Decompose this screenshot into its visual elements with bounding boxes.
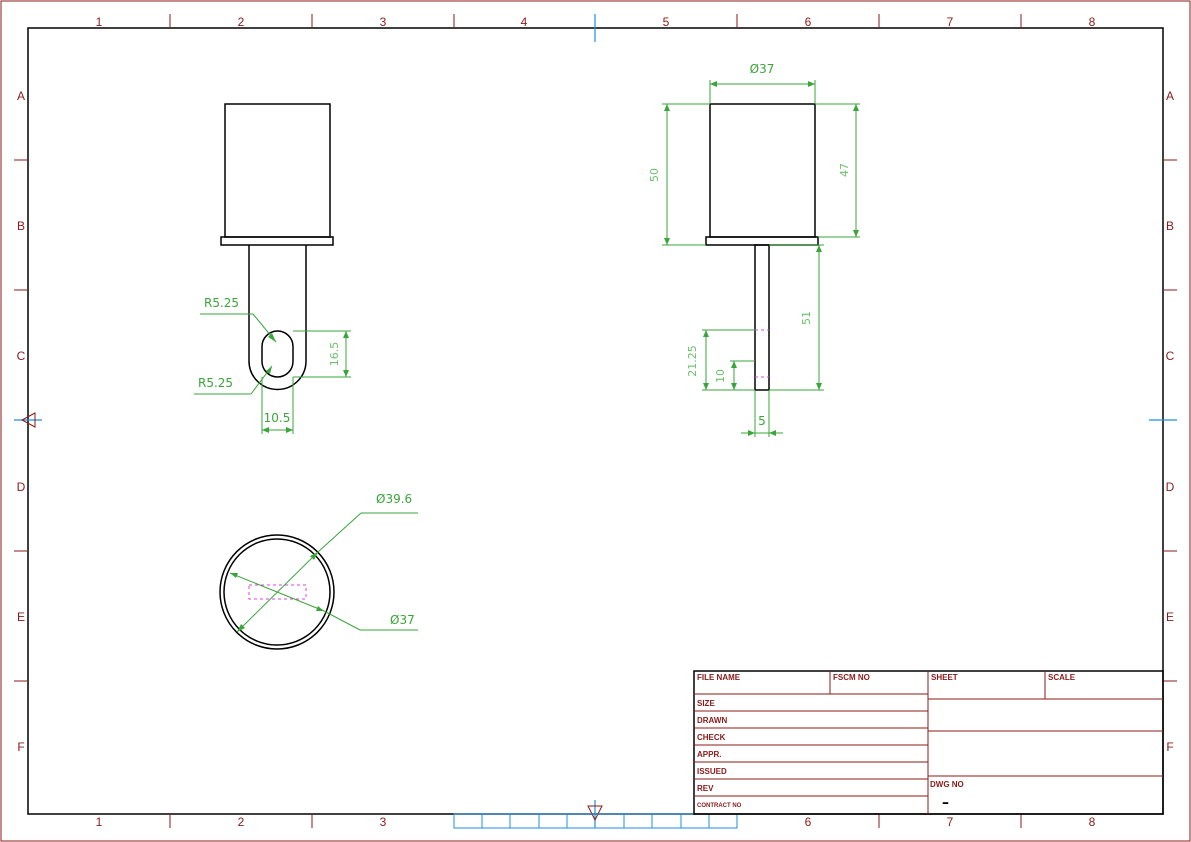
side-view-hidden-lines: [755, 329, 769, 378]
tb-sheet: SHEET: [931, 673, 958, 682]
tb-contract-no: CONTRACT NO: [697, 803, 742, 809]
zone-row-a-left: A: [17, 89, 25, 103]
front-view: R5.25 R5.25 16.5 10.5: [194, 103, 351, 434]
top-view-hidden-slot: [248, 584, 307, 600]
zone-bottom-col-1: 1: [96, 815, 103, 829]
tb-dwg-no: DWG NO: [930, 780, 964, 789]
front-dim-r-top: R5.25: [204, 296, 239, 310]
zone-bottom-col-7: 7: [947, 815, 954, 829]
zone-row-c-left: C: [17, 349, 26, 363]
tb-scale: SCALE: [1048, 673, 1076, 682]
zone-labels-top: 1 2 3 4 5 6 7 8: [96, 15, 1096, 29]
side-dim-height-body: 47: [838, 163, 851, 177]
zone-row-b-left: B: [17, 219, 25, 233]
zone-col-7: 7: [947, 15, 954, 29]
zone-bottom-col-3: 3: [380, 815, 387, 829]
top-dim-outer-diameter: Ø39.6: [376, 492, 412, 506]
top-view: Ø39.6 Ø37: [219, 492, 418, 650]
front-view-arrowheads: [262, 331, 349, 433]
front-dim-slot-length: 16.5: [328, 342, 341, 367]
tb-size: SIZE: [697, 699, 715, 708]
zone-bottom-col-8: 8: [1089, 815, 1096, 829]
tb-drawn: DRAWN: [697, 716, 727, 725]
tb-dwg-no-value: –: [942, 795, 949, 811]
scale-strip: [453, 813, 738, 829]
side-dim-diameter: Ø37: [750, 62, 775, 76]
zone-labels-bottom: 1 2 3 6 7 8: [96, 815, 1096, 829]
centering-arrow-bottom-icon: [587, 805, 603, 822]
zone-labels-left: A B C D E F: [17, 89, 26, 754]
side-view-outline: [705, 103, 819, 391]
center-marks: [14, 14, 1177, 828]
side-dim-hole-offset: 21.25: [686, 345, 699, 377]
zone-row-e-right: E: [1166, 610, 1174, 624]
centering-arrow-left-icon: [20, 412, 36, 428]
top-view-arrowheads: [230, 552, 324, 632]
title-block-grid: [693, 670, 1164, 815]
zone-row-d-left: D: [17, 480, 26, 494]
zone-col-5: 5: [663, 15, 670, 29]
zone-bottom-col-6: 6: [805, 815, 812, 829]
top-dim-inner-diameter: Ø37: [390, 613, 415, 627]
side-view-dimension-lines: [662, 80, 860, 437]
zone-row-c-right: C: [1166, 349, 1175, 363]
title-block: FILE NAME FSCM NO SHEET SCALE SIZE DRAWN…: [693, 670, 1164, 815]
column-ticks: [169, 14, 1022, 828]
side-view-arrowheads: [664, 81, 859, 436]
zone-bottom-col-2: 2: [238, 815, 245, 829]
front-dim-r-bottom: R5.25: [198, 376, 233, 390]
top-view-outline: [219, 534, 335, 650]
side-dim-height-total: 50: [648, 168, 661, 182]
side-dim-stem-length: 51: [800, 311, 813, 325]
zone-col-3: 3: [380, 15, 387, 29]
zone-row-d-right: D: [1166, 480, 1175, 494]
zone-labels-right: A B C D E F: [1166, 89, 1175, 754]
side-dim-stem-width: 5: [758, 414, 766, 428]
side-view: Ø37 50 47 51 21.25 10 5: [648, 62, 860, 437]
top-view-dimension-lines: [229, 512, 418, 633]
zone-row-a-right: A: [1166, 89, 1174, 103]
tb-appr: APPR.: [697, 750, 721, 759]
tb-check: CHECK: [697, 733, 726, 742]
zone-row-b-right: B: [1166, 219, 1174, 233]
row-ticks: [14, 159, 1177, 682]
tb-rev: REV: [697, 784, 714, 793]
zone-col-4: 4: [521, 15, 528, 29]
zone-col-6: 6: [805, 15, 812, 29]
tb-issued: ISSUED: [697, 767, 727, 776]
zone-row-f-left: F: [17, 740, 24, 754]
tb-fscm-no: FSCM NO: [833, 673, 870, 682]
side-dim-hole-depth: 10: [714, 369, 727, 383]
zone-col-2: 2: [238, 15, 245, 29]
front-view-outline: [220, 103, 334, 391]
zone-col-1: 1: [96, 15, 103, 29]
zone-row-e-left: E: [17, 610, 25, 624]
tb-file-name: FILE NAME: [697, 673, 741, 682]
drawing-frame: [27, 27, 1164, 815]
front-dim-slot-width: 10.5: [264, 411, 291, 425]
zone-row-f-right: F: [1166, 740, 1173, 754]
zone-col-8: 8: [1089, 15, 1096, 29]
